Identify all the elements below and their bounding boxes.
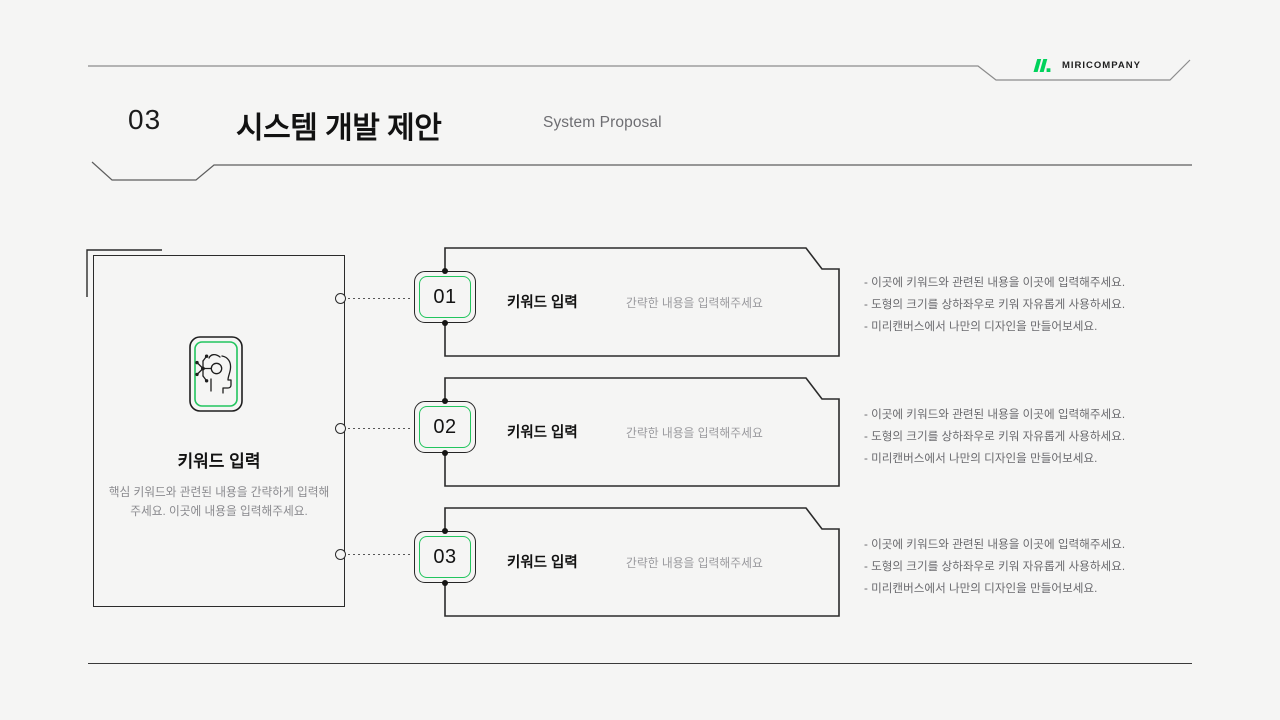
miri-logo-icon [1033, 59, 1051, 72]
step-badge-inner: 02 [419, 406, 471, 448]
left-card-title: 키워드 입력 [177, 452, 261, 471]
connector-line [348, 298, 412, 299]
header-top-rule [88, 59, 1191, 81]
step-panel [444, 247, 840, 357]
step-panel [444, 507, 840, 617]
step-badge[interactable]: 03 [414, 531, 476, 583]
page-subtitle: System Proposal [543, 114, 662, 131]
note-line: - 이곳에 키워드와 관련된 내용을 이곳에 입력해주세요. [864, 276, 1126, 289]
note-line: - 도형의 크기를 상하좌우로 키워 자유롭게 사용하세요. [864, 429, 1126, 443]
step-title: 키워드 입력 [507, 295, 578, 311]
step-number: 02 [433, 416, 457, 438]
step-badge-dot-top [442, 268, 448, 274]
step-badge[interactable]: 01 [414, 271, 476, 323]
left-card-description: 핵심 키워드와 관련된 내용을 간략하게 입력해주세요. 이곳에 내용을 입력해… [108, 486, 330, 518]
step-notes: - 이곳에 키워드와 관련된 내용을 이곳에 입력해주세요. - 도형의 크기를… [864, 534, 1194, 599]
step-badge-dot-bottom [442, 320, 448, 326]
step-badge-inner: 01 [419, 276, 471, 318]
section-number: 03 [128, 104, 162, 135]
step-title: 키워드 입력 [507, 555, 578, 571]
note-line: - 이곳에 키워드와 관련된 내용을 이곳에 입력해주세요. [864, 538, 1126, 551]
step-badge-dot-bottom [442, 580, 448, 586]
step-subtitle: 간략한 내용을 입력해주세요 [626, 556, 763, 570]
step-notes: - 이곳에 키워드와 관련된 내용을 이곳에 입력해주세요. - 도형의 크기를… [864, 272, 1194, 337]
header-bottom-rule [91, 161, 1192, 181]
step-badge-dot-top [442, 528, 448, 534]
left-summary-card [93, 255, 345, 607]
note-line: - 미리캔버스에서 나만의 디자인을 만들어보세요. [864, 319, 1098, 333]
step-badge-dot-bottom [442, 450, 448, 456]
step-subtitle: 간략한 내용을 입력해주세요 [626, 426, 763, 440]
step-subtitle: 간략한 내용을 입력해주세요 [626, 296, 763, 310]
step-number: 03 [433, 546, 457, 568]
brand-name: MIRICOMPANY [1062, 60, 1141, 71]
note-line: - 이곳에 키워드와 관련된 내용을 이곳에 입력해주세요. [864, 408, 1126, 421]
note-line: - 미리캔버스에서 나만의 디자인을 만들어보세요. [864, 581, 1098, 595]
brand-logo-group: MIRICOMPANY [1033, 58, 1141, 73]
step-badge[interactable]: 02 [414, 401, 476, 453]
note-line: - 미리캔버스에서 나만의 디자인을 만들어보세요. [864, 451, 1098, 465]
connector-node [335, 423, 346, 434]
page-title: 시스템 개발 제안 [236, 112, 442, 145]
connector-line [348, 428, 412, 429]
step-title: 키워드 입력 [507, 425, 578, 441]
step-badge-dot-top [442, 398, 448, 404]
connector-node [335, 549, 346, 560]
note-line: - 도형의 크기를 상하좌우로 키워 자유롭게 사용하세요. [864, 297, 1126, 311]
step-row[interactable]: 02 키워드 입력 간략한 내용을 입력해주세요 [414, 377, 840, 487]
step-number: 01 [433, 286, 457, 308]
step-panel [444, 377, 840, 487]
step-row[interactable]: 01 키워드 입력 간략한 내용을 입력해주세요 [414, 247, 840, 357]
step-notes: - 이곳에 키워드와 관련된 내용을 이곳에 입력해주세요. - 도형의 크기를… [864, 404, 1194, 469]
connector-line [348, 554, 412, 555]
step-row[interactable]: 03 키워드 입력 간략한 내용을 입력해주세요 [414, 507, 840, 617]
footer-rule [88, 663, 1192, 664]
step-badge-inner: 03 [419, 536, 471, 578]
left-card-icon [170, 335, 262, 413]
note-line: - 도형의 크기를 상하좌우로 키워 자유롭게 사용하세요. [864, 559, 1126, 573]
connector-node [335, 293, 346, 304]
